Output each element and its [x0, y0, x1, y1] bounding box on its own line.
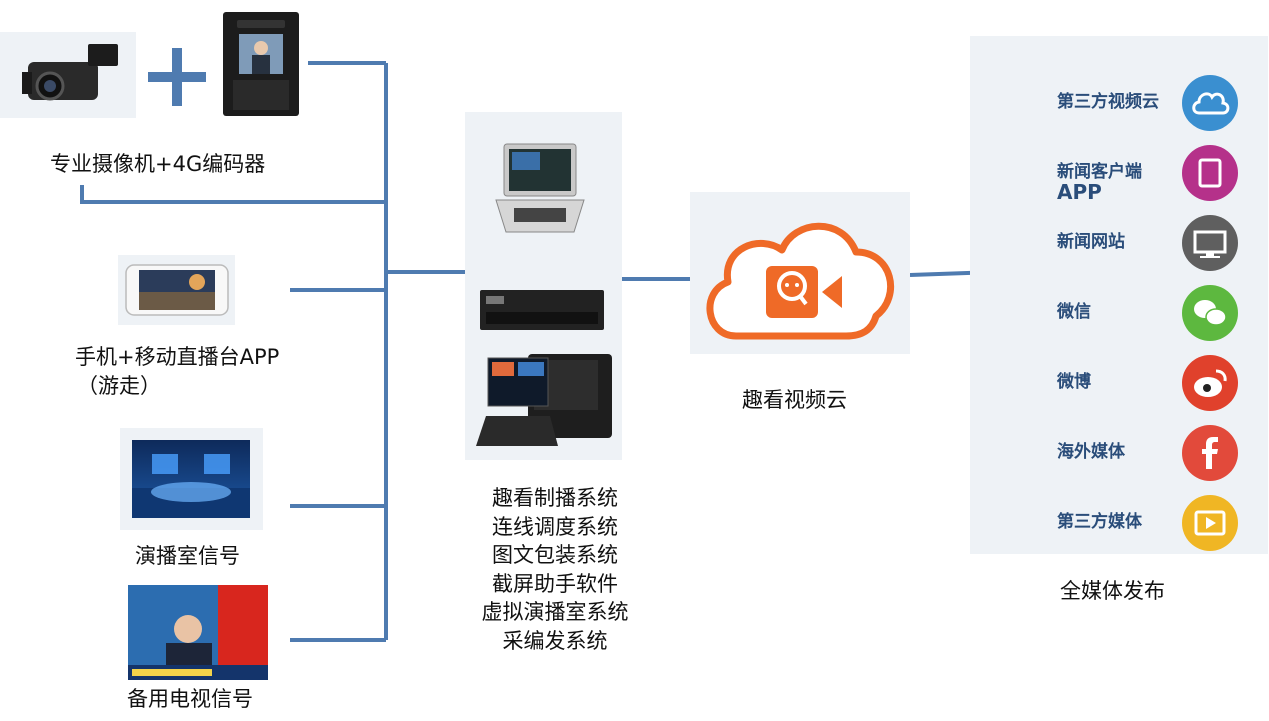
facebook-icon — [1182, 425, 1238, 481]
cloud-label: 趣看视频云 — [742, 388, 847, 412]
video-icon — [1182, 495, 1238, 551]
publish-label-news-site: 新闻网站 — [1057, 232, 1125, 252]
publish-label-overseas: 海外媒体 — [1057, 442, 1125, 462]
system-item: 图文包装系统 — [492, 543, 618, 567]
plus-icon — [148, 48, 206, 106]
system-item: 截屏助手软件 — [492, 571, 618, 596]
laptop-device-icon — [495, 143, 585, 233]
publish-label-third-party: 第三方媒体 — [1057, 512, 1142, 532]
source-label-studio: 演播室信号 — [135, 544, 240, 568]
source-label-phone: 手机+移动直播台APP — [75, 345, 280, 369]
system-item: 趣看制播系统 — [492, 486, 618, 510]
tv-signal-image — [128, 585, 268, 680]
system-item: 虚拟演播室系统 — [481, 600, 629, 624]
publish-label-news-app-sub: APP — [1057, 180, 1102, 204]
studio-image — [132, 440, 250, 518]
server-box-icon — [480, 290, 604, 330]
camcorder-icon — [22, 44, 118, 101]
system-item: 采编发系统 — [502, 628, 608, 653]
app-square-icon — [1182, 145, 1238, 201]
source-label-phone-note: （游走） — [77, 374, 161, 398]
monitor-icon — [1182, 215, 1238, 271]
wechat-icon — [1182, 285, 1238, 341]
systems-list: 趣看制播系统 连线调度系统 图文包装系统 截屏助手软件 虚拟演播室系统 采编发系… — [470, 484, 640, 655]
publish-title: 全媒体发布 — [1060, 579, 1165, 603]
cloud-logo-icon — [706, 222, 895, 340]
publish-label-video-cloud: 第三方视频云 — [1057, 92, 1159, 112]
publish-label-wechat: 微信 — [1057, 302, 1091, 322]
weibo-icon — [1182, 355, 1238, 411]
portable-station-icon — [476, 354, 612, 446]
publish-label-weibo: 微博 — [1057, 372, 1091, 392]
publish-label-news-app: 新闻客户端 — [1057, 162, 1142, 182]
system-item: 连线调度系统 — [492, 514, 618, 539]
source-label-camera: 专业摄像机+4G编码器 — [50, 152, 266, 176]
smartphone-icon — [125, 264, 229, 316]
source-label-tv: 备用电视信号 — [127, 687, 253, 711]
encoder-device-icon — [223, 12, 299, 116]
cloud-icon — [1182, 75, 1238, 131]
